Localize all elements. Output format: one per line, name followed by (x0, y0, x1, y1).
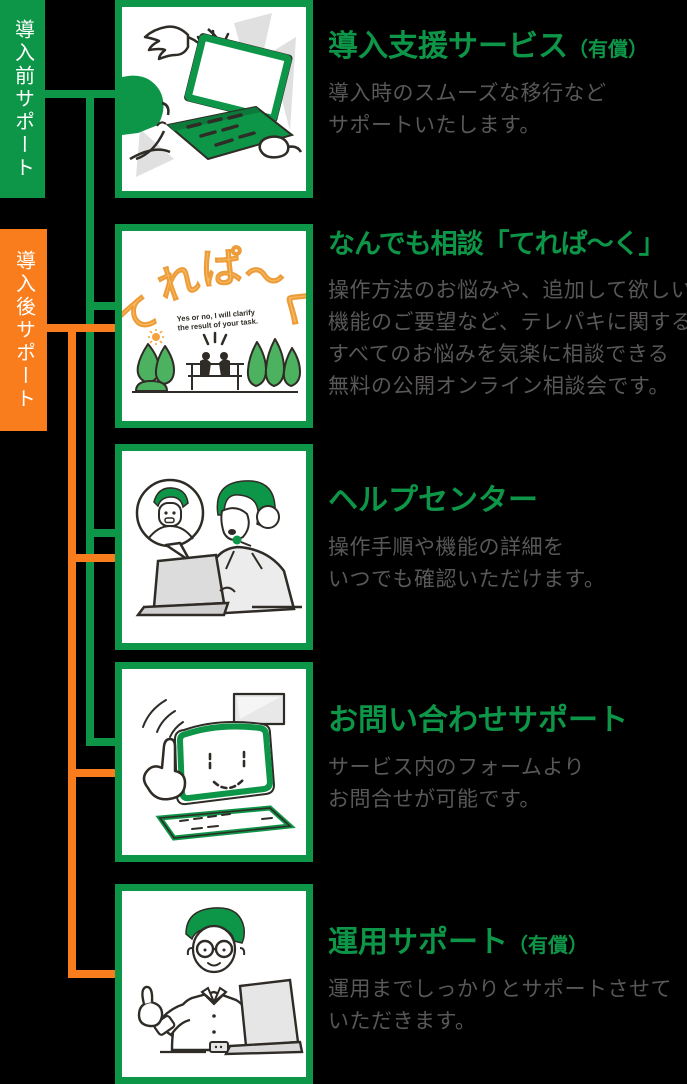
item-text-terepaku: なんでも相談「てれぱ〜く」 操作方法のお悩みや、追加して欲しい 機能のご要望など… (328, 229, 687, 403)
card-introduction-support (115, 0, 313, 198)
item-text-contact-support: お問い合わせサポート サービス内のフォームより お問合せが可能です。 (328, 704, 687, 816)
item-body-line: すべてのお悩みを気楽に相談できる (328, 342, 670, 366)
connector-green-to-card1 (45, 90, 123, 98)
post-support-rail-label: 導入後サポート (12, 249, 35, 411)
svg-text:〜: 〜 (240, 252, 288, 303)
terepaku-logo-park-illustration: て れ ぱ 〜 く Yes or no, I will clarify the … (122, 243, 306, 393)
two-people-on-bench (200, 352, 230, 377)
item-body-line: 導入時のスムーズな移行など (328, 82, 607, 105)
connector-green-to-card4 (86, 738, 123, 746)
card-contact-support (115, 662, 313, 862)
connector-orange-to-card2 (47, 324, 123, 332)
item-title: なんでも相談「てれぱ〜く」 (328, 229, 666, 259)
pre-support-rail: 導入前サポート (0, 0, 45, 198)
svg-text:れ: れ (152, 255, 205, 310)
connector-orange-to-card5 (68, 970, 123, 978)
connector-orange-to-card3 (68, 554, 123, 562)
item-body-line: 操作方法のお悩みや、追加して欲しい (328, 278, 687, 302)
item-title: お問い合わせサポート (328, 704, 628, 737)
thumbs-up-hand (137, 1000, 164, 1028)
item-title: 運用サポート（有償） (328, 926, 588, 959)
item-body-line: 運用までしっかりとサポートさせて (328, 978, 672, 1001)
item-body-line: いただきます。 (328, 1010, 477, 1033)
person-thumbs-up-illustration (137, 907, 304, 1056)
connector-green-to-card2 (86, 302, 123, 310)
item-text-introduction-support: 導入支援サービス（有償） 導入時のスムーズな移行など サポートいたします。 (328, 30, 687, 142)
person-presenting-laptop-illustration (122, 13, 303, 177)
item-body-line: 無料の公開オンライン相談会です。 (328, 374, 670, 398)
support-operator-illustration (135, 478, 302, 617)
paid-badge: （有償） (508, 935, 588, 957)
connector-orange-vertical (68, 324, 76, 978)
smiling-computer-illustration (142, 692, 296, 841)
sun-icon (148, 329, 164, 345)
svg-text:ぱ: ぱ (199, 243, 244, 293)
item-body-line: 機能のご要望など、テレパキに関する (328, 310, 687, 334)
item-body-line: サポートいたします。 (328, 114, 541, 137)
item-body-line: サービス内のフォームより (328, 756, 585, 779)
connector-orange-to-card4 (68, 769, 123, 777)
svg-text:て: て (122, 288, 168, 347)
connector-green-vertical (86, 90, 94, 746)
card-terepaku: て れ ぱ 〜 く Yes or no, I will clarify the … (115, 224, 313, 428)
post-support-rail: 導入後サポート (0, 229, 47, 431)
connector-green-to-card3 (86, 529, 123, 537)
pointing-hand (142, 737, 187, 801)
pre-support-rail-label: 導入前サポート (11, 18, 34, 180)
item-title: 導入支援サービス（有償） (328, 30, 648, 63)
item-body-line: いつでも確認いただけます。 (328, 568, 606, 591)
card-operation-support (115, 884, 313, 1084)
item-title: ヘルプセンター (328, 484, 538, 517)
bench (186, 363, 244, 390)
item-text-help-center: ヘルプセンター 操作手順や機能の詳細を いつでも確認いただけます。 (328, 484, 687, 596)
card-help-center (115, 444, 313, 650)
item-text-operation-support: 運用サポート（有償） 運用までしっかりとサポートさせて いただきます。 (328, 926, 687, 1038)
paid-badge: （有償） (568, 39, 648, 61)
item-body-line: 操作手順や機能の詳細を (328, 536, 565, 559)
item-body-line: お問合せが可能です。 (328, 788, 541, 811)
